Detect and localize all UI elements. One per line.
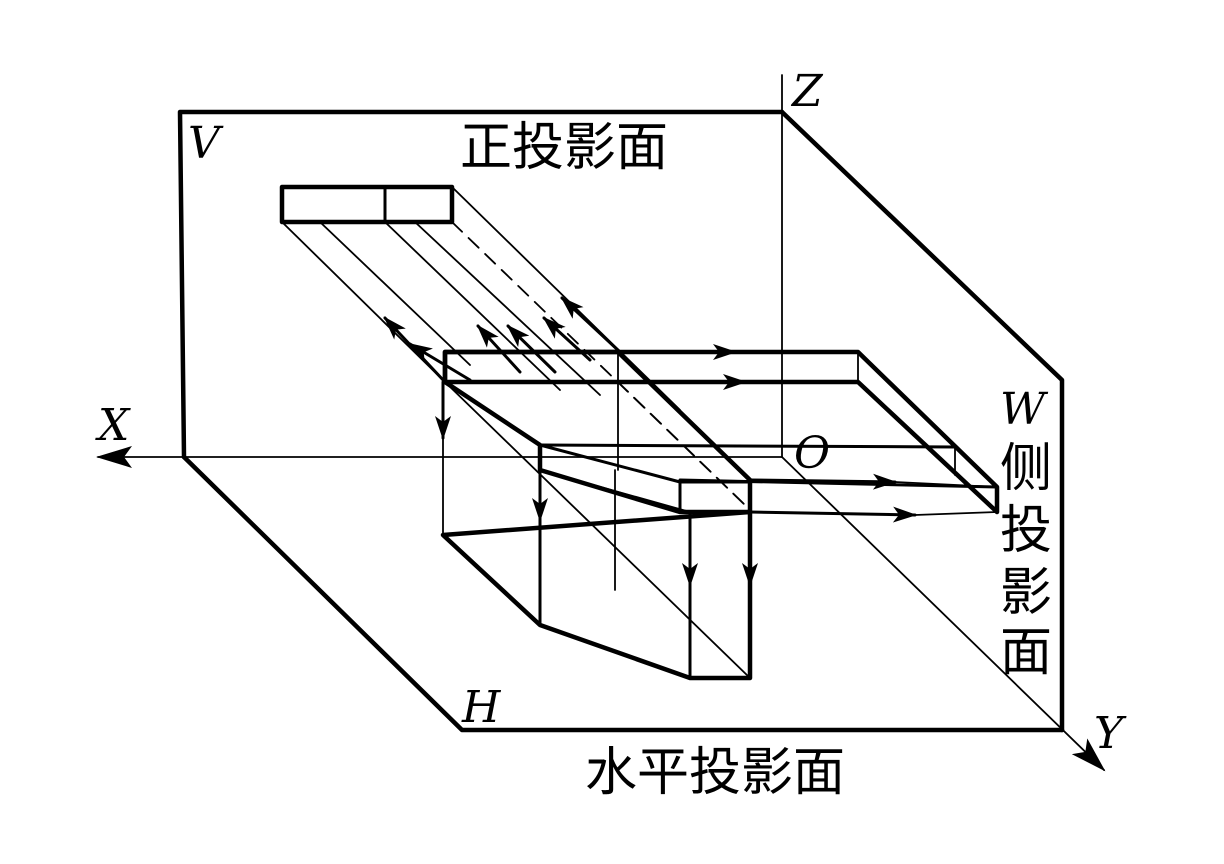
y-axis [781, 456, 1106, 772]
w-plane-char-3: 影 [1000, 563, 1052, 623]
y-axis-label: Y [1094, 708, 1127, 759]
h-plane-name: 水平投影面 [585, 743, 845, 803]
v-projection [279, 184, 455, 225]
w-plane-letter: W [1000, 384, 1049, 435]
object-body [442, 349, 753, 515]
rays-to-v-plane [281, 186, 746, 506]
w-plane-char-2: 投 [1000, 501, 1052, 561]
rays-to-w-plane [616, 344, 998, 523]
h-plane-letter: H [461, 682, 502, 733]
z-axis-label: Z [790, 66, 824, 117]
v-plane-name: 正投影面 [460, 118, 668, 178]
h-projection [440, 381, 753, 681]
v-plane-frame [177, 109, 785, 460]
origin-label: O [794, 428, 830, 479]
w-plane-frame [779, 109, 1065, 733]
w-plane-char-4: 面 [1000, 623, 1052, 683]
v-plane-letter: V [188, 118, 224, 169]
w-plane-char-1: 侧 [1000, 439, 1052, 499]
h-plane-frame [181, 454, 1065, 733]
w-projection [442, 349, 1000, 515]
x-axis-label: X [95, 400, 131, 451]
rays-to-h-plane [435, 380, 758, 587]
